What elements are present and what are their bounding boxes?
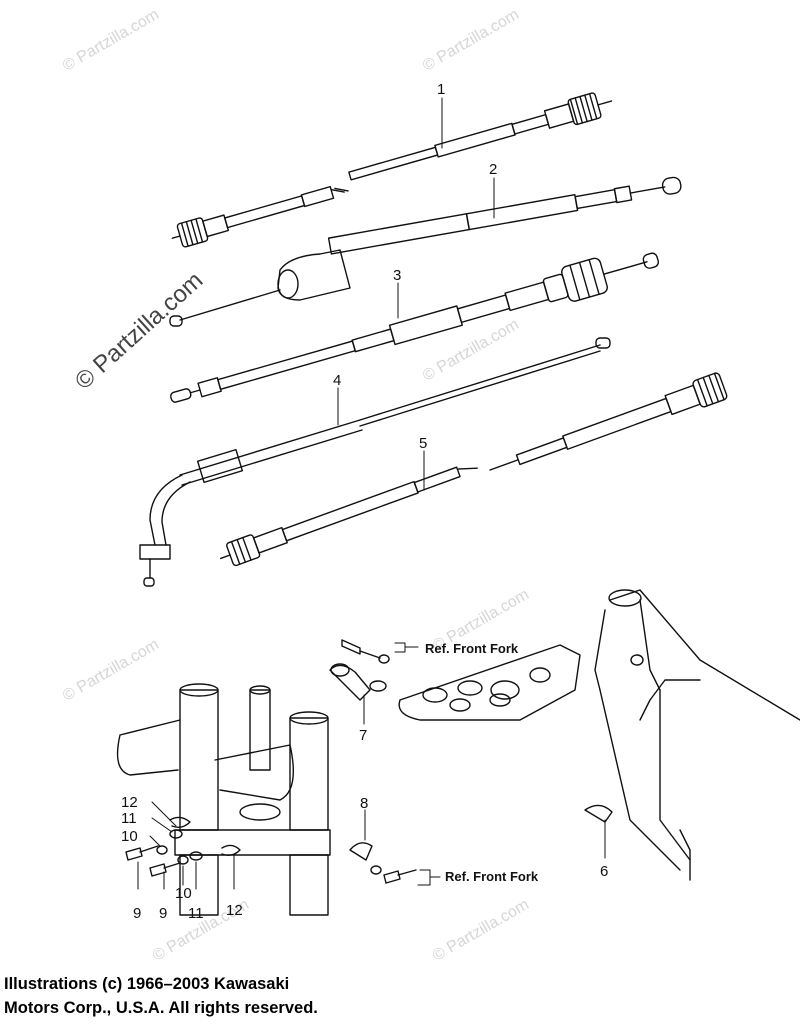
cable-3 <box>170 252 660 403</box>
bracket-7-assembly <box>329 639 581 721</box>
callout-6: 6 <box>600 863 609 880</box>
callout-9: 9 <box>133 905 142 922</box>
callout-11: 11 <box>188 905 204 922</box>
cable-4 <box>139 337 611 587</box>
callout-10: 10 <box>121 828 138 845</box>
callout-4: 4 <box>333 372 342 389</box>
callout-8: 8 <box>360 795 369 812</box>
callout-1: 1 <box>437 81 446 98</box>
ref-front-fork-label: Ref. Front Fork <box>445 869 539 884</box>
callout-10: 10 <box>175 885 192 902</box>
callout-7: 7 <box>359 727 368 744</box>
credits-line-2: Motors Corp., U.S.A. All rights reserved… <box>4 999 318 1017</box>
copyright-credits: Illustrations (c) 1966–2003 Kawasaki Mot… <box>4 972 424 1020</box>
front-fork-assembly <box>116 683 331 916</box>
cable-1 <box>171 92 613 248</box>
callout-12: 12 <box>121 794 138 811</box>
hardware-bolts-washers <box>125 816 417 884</box>
callout-11: 11 <box>121 810 137 827</box>
cable-5 <box>219 372 728 567</box>
callout-9: 9 <box>159 905 168 922</box>
leader-lines <box>137 97 606 890</box>
callout-3: 3 <box>393 267 402 284</box>
credits-line-1: Illustrations (c) 1966–2003 Kawasaki <box>4 975 290 993</box>
ref-front-fork-label: Ref. Front Fork <box>425 641 519 656</box>
callout-5: 5 <box>419 435 428 452</box>
cable-2 <box>169 176 682 327</box>
frame-head <box>584 589 800 881</box>
callout-12: 12 <box>226 902 243 919</box>
callout-2: 2 <box>489 161 498 178</box>
